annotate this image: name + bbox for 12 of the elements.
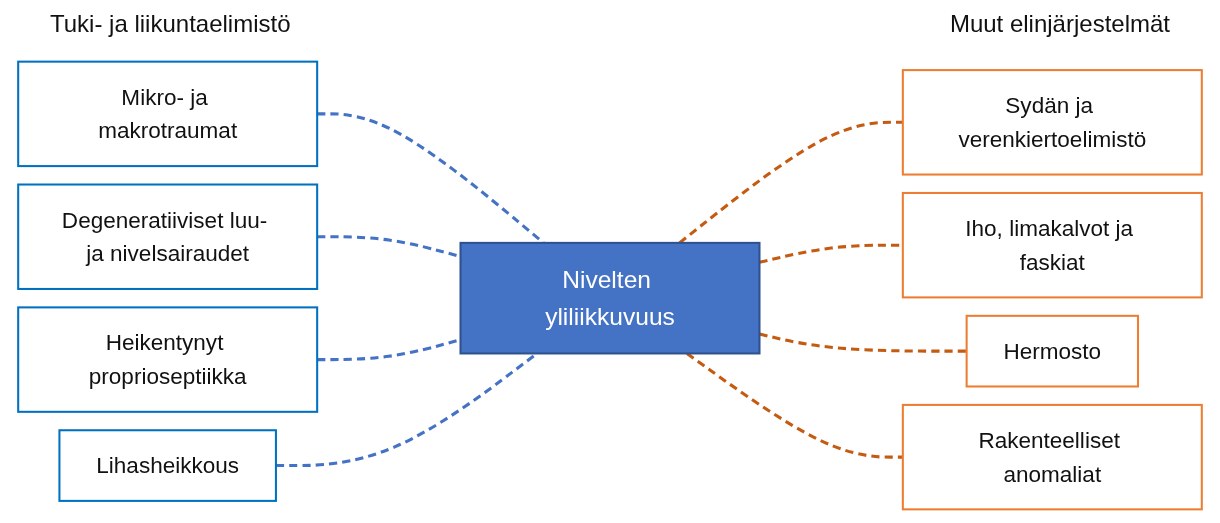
node-box: Sydän ja verenkiertoelimistö [901, 68, 1203, 176]
column-heading: Tuki- ja liikuntaelimistö [50, 10, 291, 39]
node-box: Degeneratiiviset luu- ja nivelsairaudet [17, 183, 319, 290]
column-heading: Muut elinjärjestelmät [949, 10, 1170, 39]
node-box: Rakenteelliset anomaliat [901, 403, 1203, 510]
node-box: Hermosto [965, 314, 1140, 387]
node-box: Iho, limakalvot ja faskiat [901, 191, 1203, 298]
node-box: Mikro- ja makrotraumat [17, 60, 319, 167]
node-box: Lihasheikkous [58, 428, 277, 502]
node-box: Heikentynyt proprioseptiikka [17, 305, 319, 413]
node-box: Nivelten yliliikkuvuus [459, 241, 761, 354]
connector [759, 332, 967, 353]
